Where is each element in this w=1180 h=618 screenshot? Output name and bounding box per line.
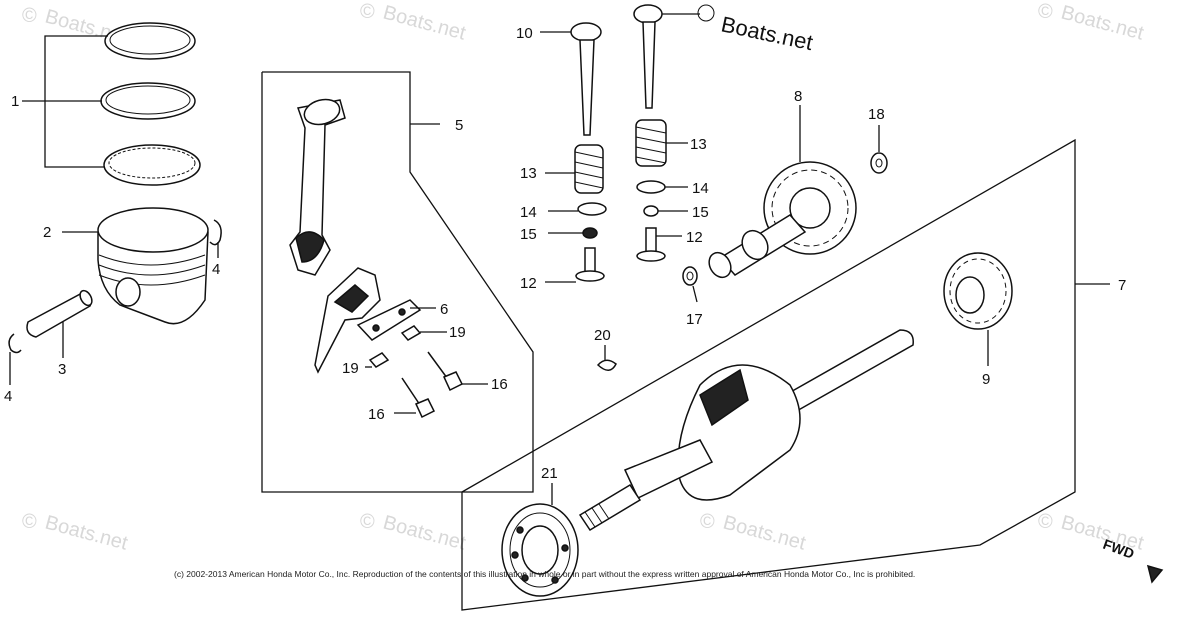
watermark-symbol: © (22, 5, 37, 27)
tappet-left (545, 247, 605, 283)
ball-bearing (501, 483, 579, 597)
callout-13b: 13 (690, 136, 707, 153)
piston (62, 207, 209, 325)
washer-18 (870, 125, 888, 174)
callout-16a: 16 (491, 376, 508, 393)
piston-rings (22, 22, 201, 186)
callout-19b: 19 (342, 360, 359, 377)
watermark-symbol: © (700, 511, 715, 533)
arrow-right-icon (1146, 564, 1164, 584)
callout-12a: 12 (520, 275, 537, 292)
lock-plates-19 (365, 325, 447, 368)
callout-17: 17 (686, 311, 703, 328)
crank-gear (943, 252, 1013, 366)
rod-bolts-16 (394, 351, 488, 419)
callout-19a: 19 (449, 324, 466, 341)
callout-15b: 15 (692, 204, 709, 221)
watermark-text: Boats.net (381, 512, 469, 555)
callout-5: 5 (455, 117, 463, 134)
valve-right (633, 4, 700, 109)
camshaft (708, 105, 857, 279)
connecting-rod-cap (314, 267, 381, 374)
callout-15a: 15 (520, 226, 537, 243)
watermark-text: Boats.net (1059, 2, 1147, 45)
callout-20: 20 (594, 327, 611, 344)
callout-4b: 4 (4, 388, 12, 405)
woodruff-key-20 (596, 345, 617, 371)
collet-right (643, 205, 688, 217)
callout-6: 6 (440, 301, 448, 318)
callout-4a: 4 (212, 261, 220, 278)
watermark-symbol: © (22, 511, 37, 533)
piston-pin-clips (8, 219, 222, 385)
connecting-rod-group-outline (261, 71, 534, 493)
washer-17 (682, 266, 698, 303)
copyright-icon (697, 4, 715, 22)
callout-12b: 12 (686, 229, 703, 246)
callout-1: 1 (11, 93, 19, 110)
oil-dipper-plate (356, 299, 436, 341)
copyright-notice: (c) 2002-2013 American Honda Motor Co., … (174, 569, 915, 579)
callout-16b: 16 (368, 406, 385, 423)
valve-spring-right (635, 119, 688, 167)
collet-left (548, 227, 598, 239)
watermark-symbol: © (360, 511, 375, 533)
tappet-right (636, 227, 682, 262)
valve-left (540, 22, 602, 136)
callout-3: 3 (58, 361, 66, 378)
crankshaft-group-outline (461, 138, 1076, 611)
watermark-symbol: © (360, 1, 375, 23)
callout-9: 9 (982, 371, 990, 388)
connecting-rod (289, 98, 440, 276)
watermark-text: Boats.net (381, 2, 469, 45)
callout-13a: 13 (520, 165, 537, 182)
callout-18: 18 (868, 106, 885, 123)
piston-pin (26, 289, 93, 358)
callout-14a: 14 (520, 204, 537, 221)
watermark-symbol: © (1038, 1, 1053, 23)
callout-21: 21 (541, 465, 558, 482)
callout-7: 7 (1118, 277, 1126, 294)
spring-retainer-right (636, 180, 688, 194)
callout-2: 2 (43, 224, 51, 241)
callout-labels: 1 2 3 4 4 5 6 19 19 16 16 10 13 13 14 14… (4, 25, 1126, 482)
valve-spring-left (545, 144, 604, 194)
watermark-text: Boats.net (721, 512, 809, 555)
brand-watermark-text: Boats.net (719, 11, 815, 55)
watermark-symbol: © (1038, 511, 1053, 533)
callout-10: 10 (516, 25, 533, 42)
crankshaft (578, 283, 1110, 532)
spring-retainer-left (548, 202, 607, 216)
watermark-text: Boats.net (43, 512, 131, 555)
brand-watermark: Boats.net (697, 4, 815, 55)
callout-14b: 14 (692, 180, 709, 197)
callout-8: 8 (794, 88, 802, 105)
